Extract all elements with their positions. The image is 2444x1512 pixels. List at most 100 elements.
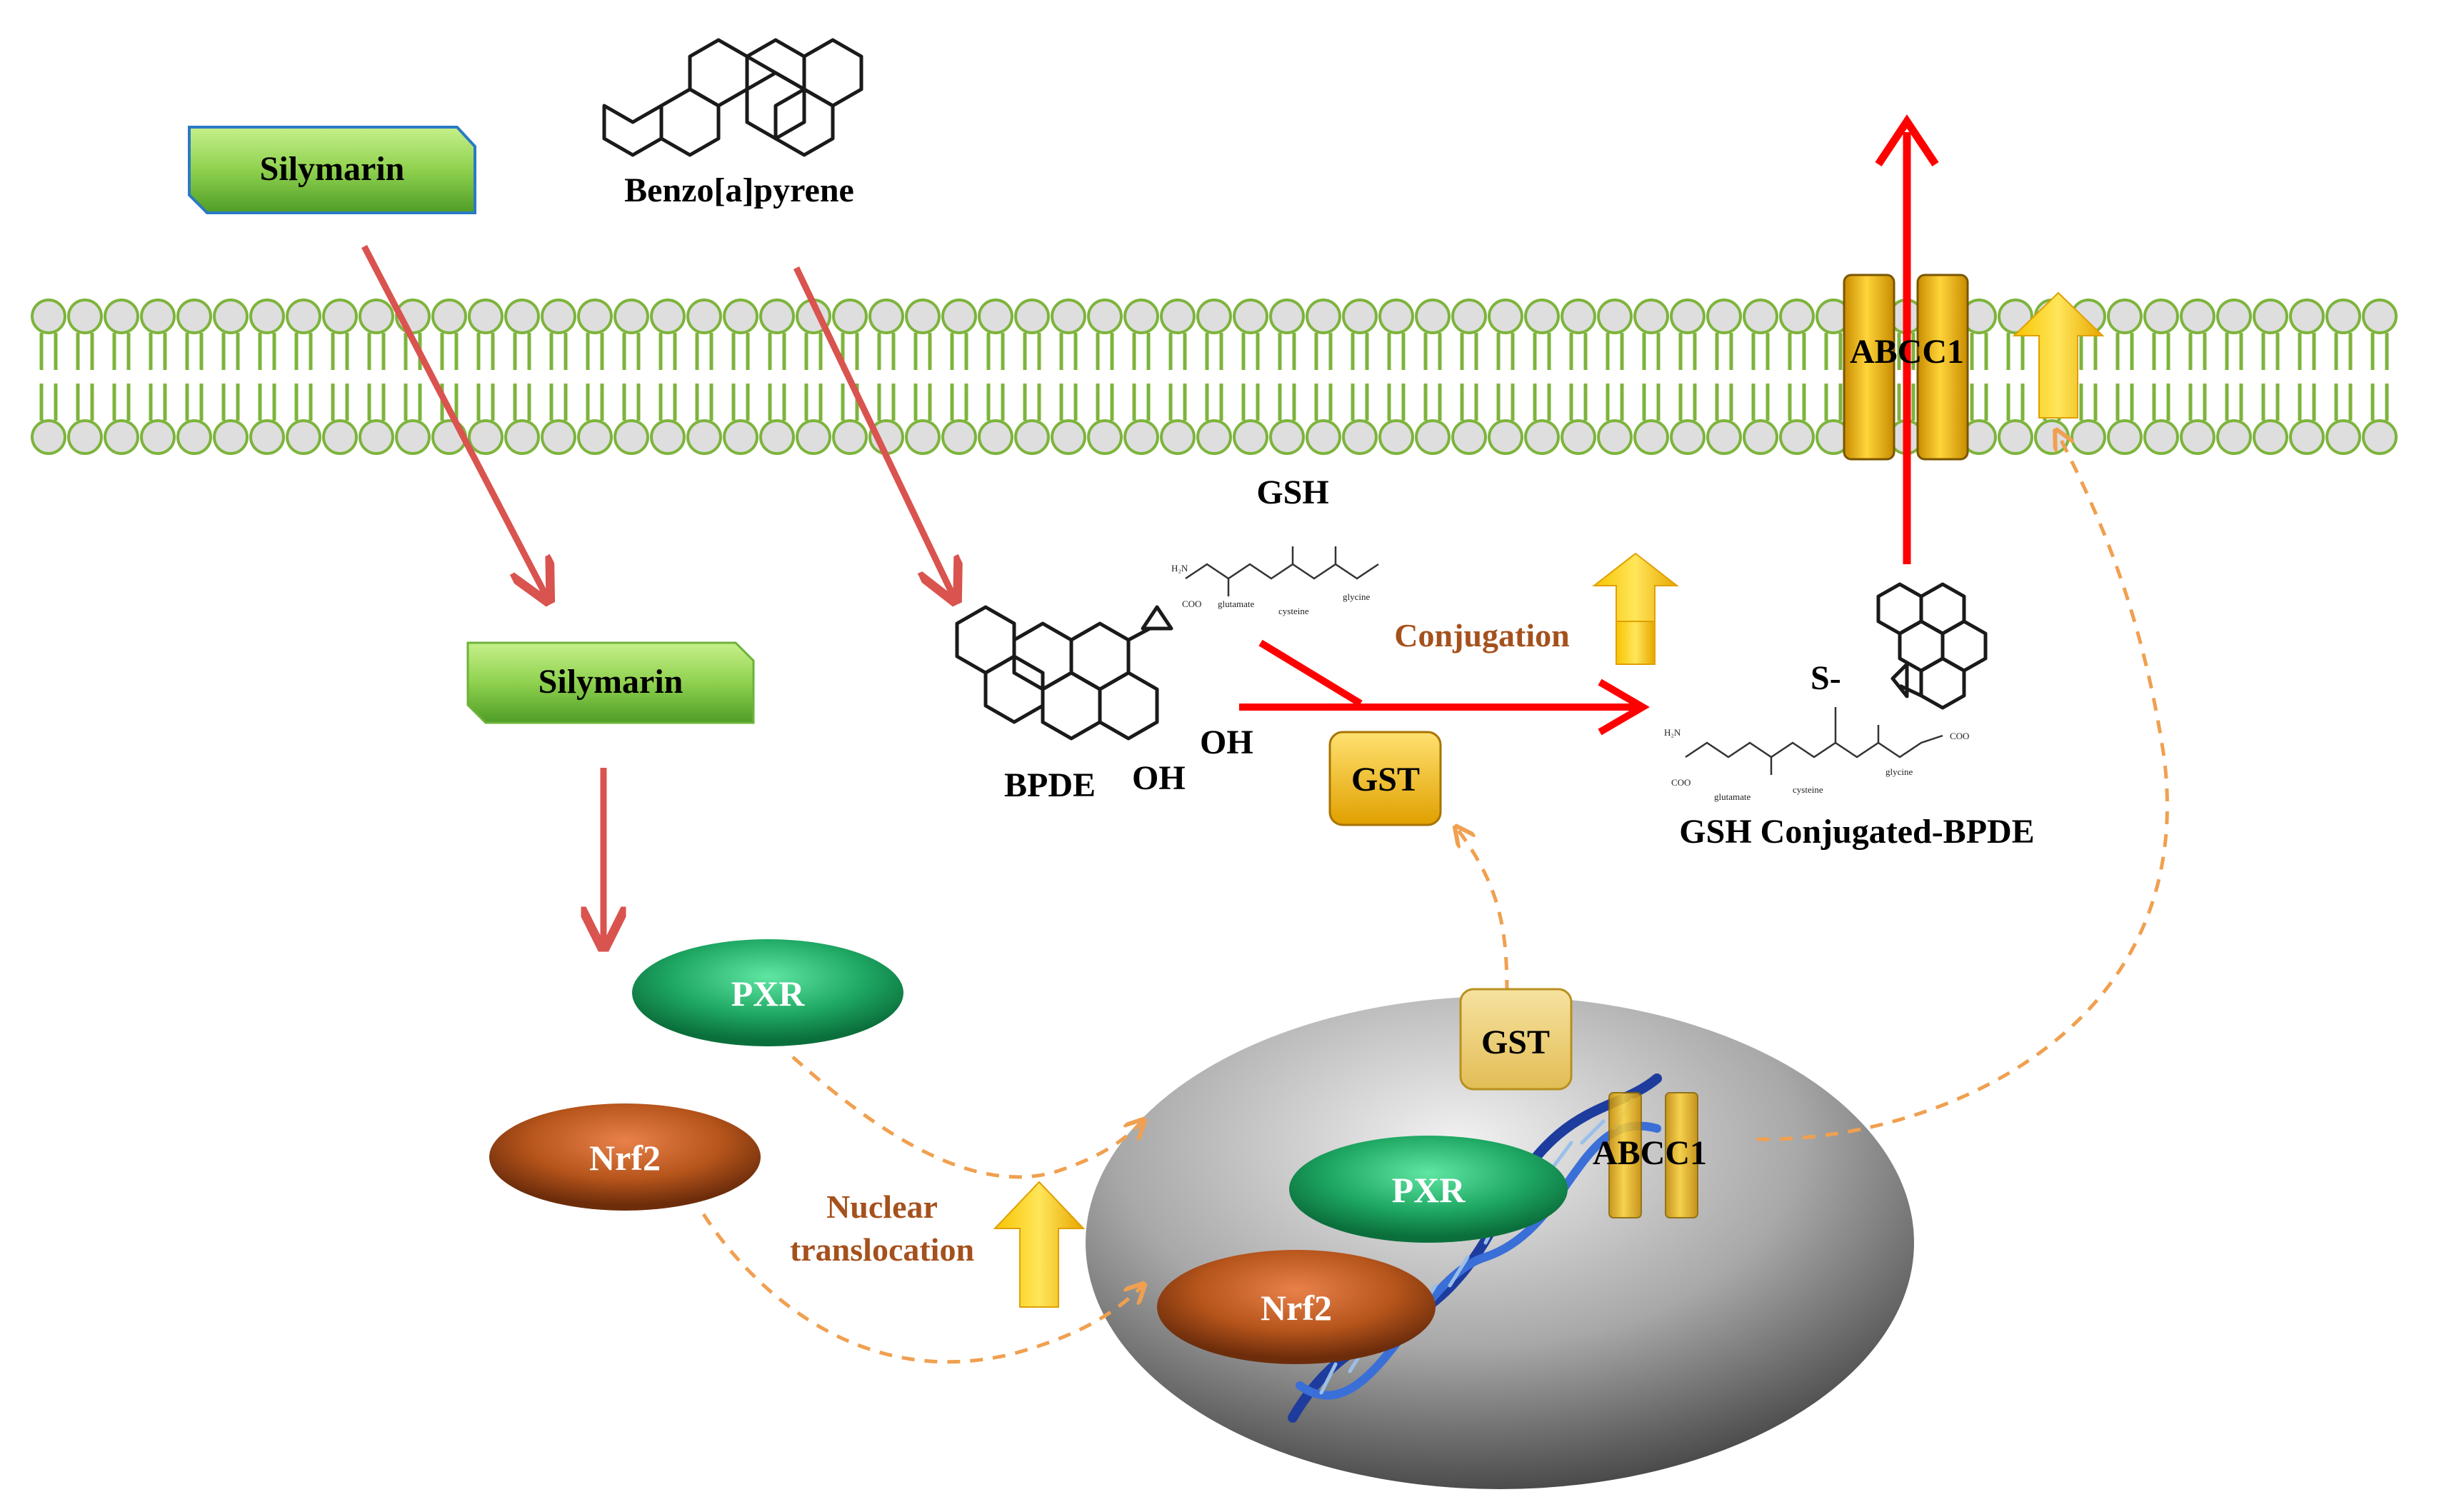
lipid-head [2362,419,2398,455]
pxr-translocation-arrow [791,1056,1143,1179]
pxr-nucleus-label: PXR [1392,1170,1466,1210]
silymarin-entry-arrow [361,244,546,596]
benzo-a-pyrene-structure [602,38,863,157]
silymarin-top-label: Silymarin [260,150,405,188]
lipid-head [104,299,139,334]
lipid-head [1743,419,1778,455]
lipid-head [468,299,504,334]
lipid-head [1160,419,1196,455]
lipid-head [1378,299,1414,334]
lipid-head [1743,299,1778,334]
lipid-head [249,299,285,334]
lipid-head [2107,299,2143,334]
lipid-head [1342,299,1378,334]
abcc1-nucleus-gene: ABCC1 [1593,1092,1707,1218]
lipid-head [395,419,431,455]
lipid-head [1451,419,1487,455]
gsh-nh-label: H₂N [1171,563,1188,574]
lipid-head [1014,299,1050,334]
lipid-head [431,299,467,334]
benzopyrene-metabolism-arrow [793,266,953,596]
nrf2-translocation-arrow [701,1213,1143,1364]
lipid-head [2180,419,2215,455]
lipid-head [723,299,758,334]
lipid-head [31,419,66,455]
conjugate-coo-label: COO [1671,777,1691,788]
lipid-head [1306,299,1341,334]
lipid-head [1269,419,1305,455]
lipid-head [2325,419,2361,455]
lipid-head [468,419,504,455]
lipid-head [541,299,576,334]
lipid-head [1051,299,1086,334]
lipid-head [832,299,868,334]
lipid-head [2216,419,2252,455]
bpde-structure: OH OH [955,605,1253,797]
lipid-head [1233,419,1268,455]
lipid-head [1451,299,1487,334]
silymarin-inner-label: Silymarin [539,663,683,701]
lipid-head [322,299,358,334]
lipid-head [2325,299,2361,334]
gst-nucleus-label: GST [1481,1023,1550,1061]
lipid-head [1123,299,1159,334]
lipid-head [1706,299,1742,334]
lipid-head [1998,299,2033,334]
lipid-head [759,419,795,455]
abcc1-membrane-label: ABCC1 [1850,333,1964,371]
conjugate-nh-label: H₂N [1664,727,1681,738]
lipid-head [504,299,540,334]
lipid-head [1779,299,1815,334]
lipid-head [978,299,1013,334]
lipid-head [1306,419,1341,455]
lipid-head [941,299,977,334]
lipid-head [832,419,868,455]
gsh-label: GSH [1256,474,1328,511]
lipid-head [140,419,176,455]
lipid-head [613,299,649,334]
silymarin-top-tag: Silymarin [188,126,476,214]
lipid-head [2143,419,2179,455]
pxr-cytoplasm-label: PXR [731,973,806,1013]
lipid-head [1415,299,1451,334]
lipid-head [2289,419,2325,455]
lipid-head [1014,419,1050,455]
nrf2-nucleus: Nrf2 [1157,1250,1436,1364]
lipid-head [1998,419,2033,455]
bpde-oh-label-2: OH [1132,759,1186,797]
lipid-head [213,299,249,334]
lipid-head [1123,419,1159,455]
lipid-head [2289,299,2325,334]
lipid-head [1051,419,1086,455]
conjugate-cysteine-label: cysteine [1793,784,1823,795]
gsh-structure: COO glutamate cysteine glycine H₂N [1171,546,1379,616]
lipid-head [1233,299,1268,334]
lipid-head [286,419,321,455]
conjugate-s-label: S- [1811,659,1841,697]
lipid-head [1561,299,1596,334]
silymarin-inner-tag: Silymarin [466,641,755,724]
gst-cytoplasm-box: GST [1328,731,1442,826]
lipid-head [1633,299,1669,334]
gst-nucleus-box: GST [1459,988,1573,1091]
gsh-conjugated-bpde-structure: S- H₂N COO COO glutamate cysteine glycin… [1664,582,1988,802]
lipid-head [650,299,686,334]
nrf2-cytoplasm: Nrf2 [489,1103,761,1211]
nrf2-cytoplasm-label: Nrf2 [589,1138,661,1178]
lipid-head [322,419,358,455]
lipid-head [978,419,1013,455]
lipid-head [67,419,103,455]
lipid-head [759,299,795,334]
lipid-head [2216,299,2252,334]
conjugate-glycine-label: glycine [1885,766,1913,777]
gsh-conjugated-bpde-label: GSH Conjugated-BPDE [1679,813,2034,851]
lipid-head [1706,419,1742,455]
conjugate-coo2-label: COO [1950,731,1969,741]
lipid-head [1196,299,1232,334]
lipid-head [140,299,176,334]
lipid-head [249,419,285,455]
lipid-head [1196,419,1232,455]
nuclear-translocation-increase-arrow [993,1181,1086,1308]
nucleus [1086,996,1914,1489]
lipid-head [650,419,686,455]
